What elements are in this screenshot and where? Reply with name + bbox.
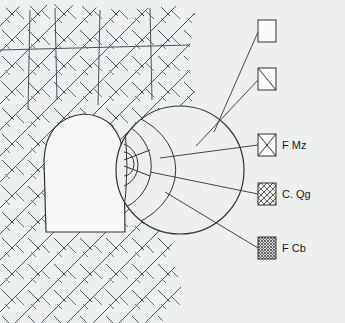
legend-label: F Mz: [282, 139, 306, 152]
legend-label: F Cb: [282, 242, 306, 255]
legend-label: C. Qg: [282, 188, 311, 201]
